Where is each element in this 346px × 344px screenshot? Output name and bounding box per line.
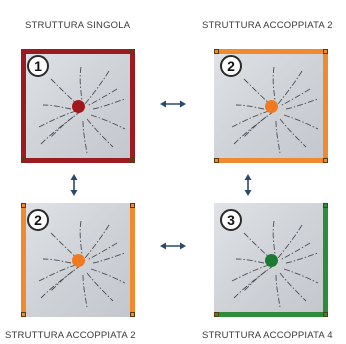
crack-line: [231, 264, 270, 282]
crack-line: [38, 110, 77, 128]
crack-line: [50, 116, 74, 138]
load-point-dot: [264, 253, 278, 267]
crack-line: [79, 66, 83, 102]
corner-node-bottom-left: [214, 312, 219, 317]
edge-right: [323, 203, 328, 317]
crack-line: [82, 274, 88, 308]
crack-line: [285, 98, 319, 110]
load-point-dot: [264, 99, 278, 113]
crack-line: [285, 252, 319, 264]
crack-line: [277, 224, 303, 259]
corner-node-bottom-right: [130, 312, 135, 317]
crack-line: [279, 242, 311, 261]
corner-node-top-right: [323, 49, 328, 54]
crack-line: [86, 118, 114, 148]
panel-single-structure: 1: [21, 49, 135, 163]
crack-line: [84, 224, 110, 259]
crack-line: [279, 88, 311, 107]
crack-line: [50, 78, 78, 105]
corner-node-top-left: [21, 49, 26, 54]
crack-line: [275, 274, 281, 308]
crack-line: [233, 110, 275, 145]
crack-line: [243, 116, 267, 138]
crack-line: [42, 258, 72, 264]
crack-line: [277, 70, 303, 105]
crack-line: [279, 272, 307, 302]
panel-number-badge: 2: [27, 209, 49, 231]
crack-line: [272, 220, 276, 256]
crack-line: [50, 270, 74, 292]
crack-line: [235, 258, 265, 264]
vertical-double-arrow-icon: [244, 174, 252, 196]
crack-line: [86, 242, 118, 261]
label-bottom-left: STRUTTURA ACCOPPIATA 2: [5, 330, 136, 341]
edge-left: [21, 203, 26, 317]
label-top-right: STRUTTURA ACCOPPIATA 2: [202, 20, 333, 31]
corner-node-bottom-left: [214, 158, 219, 163]
corner-node-top-right: [130, 203, 135, 208]
crack-line: [40, 110, 82, 145]
corner-node-bottom-right: [130, 158, 135, 163]
panel-coupled-structure-top: 2: [214, 49, 328, 163]
crack-line: [275, 120, 281, 154]
crack-line: [42, 104, 72, 110]
crack-line: [50, 232, 78, 259]
crack-line: [243, 78, 271, 105]
crack-lines: [38, 220, 126, 308]
crack-line: [79, 220, 83, 256]
crack-line: [243, 232, 271, 259]
crack-line: [40, 264, 82, 299]
panel-coupled-structure-bottom: 2: [21, 203, 135, 317]
panel-number-badge: 1: [27, 55, 49, 77]
edge-bottom: [214, 312, 328, 317]
edge-right: [130, 203, 135, 317]
crack-line: [90, 114, 126, 130]
corner-node-bottom-left: [21, 158, 26, 163]
crack-line: [92, 98, 126, 110]
crack-line: [231, 110, 270, 128]
corner-node-top-left: [21, 203, 26, 208]
crack-line: [279, 118, 307, 148]
label-bottom-right: STRUTTURA ACCOPPIATA 4: [202, 330, 333, 341]
corner-node-top-right: [323, 203, 328, 208]
panel-number-badge: 3: [220, 209, 242, 231]
crack-line: [283, 114, 319, 130]
crack-line: [90, 268, 126, 284]
corner-node-bottom-right: [323, 158, 328, 163]
label-top-left: STRUTTURA SINGOLA: [25, 20, 131, 31]
edge-top: [21, 49, 135, 54]
corner-node-bottom-right: [323, 312, 328, 317]
load-point-dot: [71, 99, 85, 113]
crack-lines: [38, 66, 126, 154]
crack-line: [235, 104, 265, 110]
edge-left: [21, 49, 26, 163]
crack-lines: [231, 66, 319, 154]
horizontal-double-arrow-icon: [160, 100, 186, 108]
edge-bottom: [21, 158, 135, 163]
crack-line: [243, 270, 267, 292]
crack-lines: [231, 220, 319, 308]
panel-coupled-structure-4: 3: [214, 203, 328, 317]
crack-line: [84, 70, 110, 105]
horizontal-double-arrow-icon: [160, 242, 186, 250]
crack-line: [283, 268, 319, 284]
panel-number-badge: 2: [220, 55, 242, 77]
crack-line: [272, 66, 276, 102]
crack-line: [86, 88, 118, 107]
edge-right: [323, 49, 328, 163]
crack-line: [92, 252, 126, 264]
edge-bottom: [214, 158, 328, 163]
edge-top: [214, 49, 328, 54]
corner-node-bottom-left: [21, 312, 26, 317]
crack-line: [38, 264, 77, 282]
corner-node-top-right: [130, 49, 135, 54]
edge-right: [130, 49, 135, 163]
crack-line: [233, 264, 275, 299]
crack-line: [82, 120, 88, 154]
vertical-double-arrow-icon: [70, 174, 78, 196]
crack-line: [86, 272, 114, 302]
load-point-dot: [71, 253, 85, 267]
corner-node-top-left: [214, 49, 219, 54]
